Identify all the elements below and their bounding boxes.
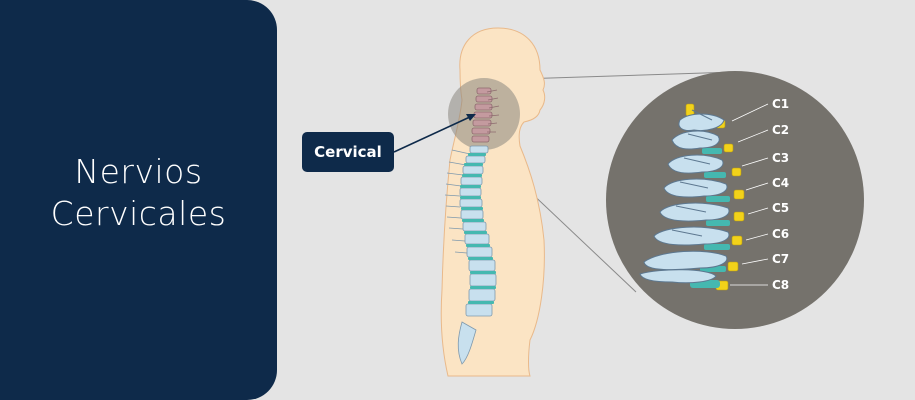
nerve-label-c1: C1 [772, 97, 789, 111]
nerve-label-c8: C8 [772, 278, 789, 292]
zoom-circle [606, 71, 864, 329]
title-line-2: Cervicales [50, 194, 227, 233]
nerve-label-c3: C3 [772, 151, 789, 165]
nerve-leader-lines [730, 103, 769, 286]
page-title: Nervios Cervicales [51, 151, 227, 235]
cervical-spine-detail: C1 C2 C3 C4 C5 C6 C7 C8 [639, 97, 789, 292]
nerve-label-c7: C7 [772, 252, 789, 266]
nerve-label-c5: C5 [772, 201, 789, 215]
callout-arrowhead [466, 114, 476, 121]
thoracic-lumbar-vertebrae [444, 145, 497, 365]
title-line-1: Nervios [74, 152, 203, 191]
nerve-label-c4: C4 [772, 176, 789, 190]
cervical-vertebrae-detail [639, 109, 730, 284]
spinal-discs [460, 153, 496, 304]
cervical-discs [690, 148, 730, 288]
nerve-label-c6: C6 [772, 227, 789, 241]
callout-arrow [393, 115, 473, 153]
title-panel: Nervios Cervicales [0, 0, 277, 400]
nerve-label-c2: C2 [772, 123, 789, 137]
cervical-callout-label: Cervical [302, 132, 394, 172]
cervical-vertebrae [471, 87, 500, 143]
